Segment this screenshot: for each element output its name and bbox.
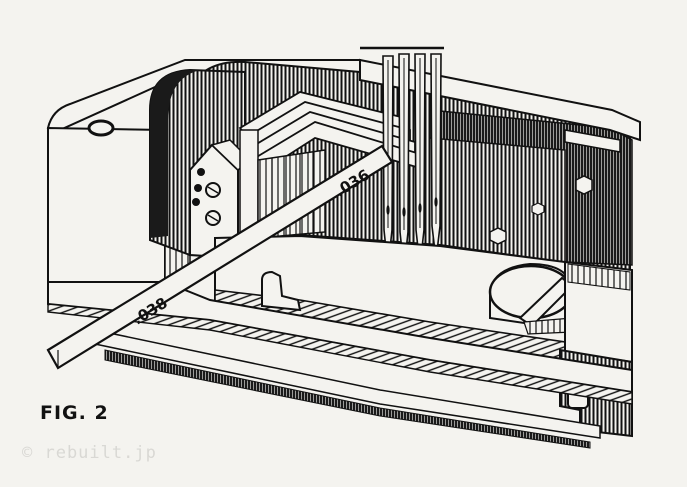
bolt-head-icon [489,227,507,245]
adjusting-plate [189,139,252,260]
watermark: © rebuilt.jp [22,443,157,463]
bolt-head-icon [531,202,545,216]
right-side-block [559,260,633,438]
rotary-disc [488,262,574,335]
needle [414,53,426,267]
feeler-gauge [46,144,394,370]
front-rail [47,281,633,449]
figure-caption: FIG. 2 [40,402,109,424]
needle [430,53,442,261]
needle [398,53,410,271]
bolt-head-icon [575,175,593,195]
